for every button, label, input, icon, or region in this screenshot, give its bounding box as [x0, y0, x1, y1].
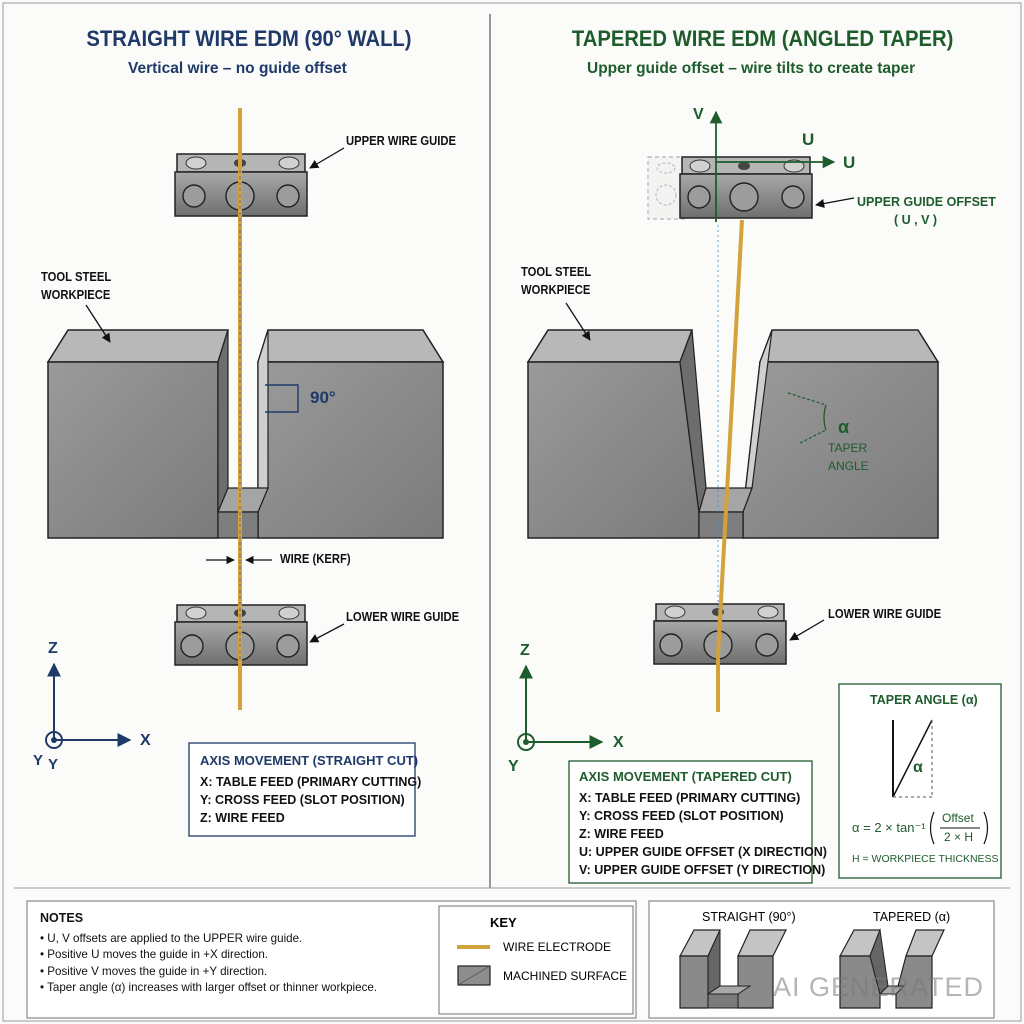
left-lower-guide-leader [309, 623, 345, 643]
right-axis-box-heading: AXIS MOVEMENT (TAPERED CUT) [579, 769, 792, 784]
left-axis-line-z: Z: WIRE FEED [200, 811, 285, 825]
formula-numerator: Offset [942, 811, 974, 825]
right-workpiece-label-line2: WORKPIECE [521, 283, 591, 297]
left-title: STRAIGHT WIRE EDM (90° WALL) [86, 26, 412, 51]
left-subtitle: Vertical wire – no guide offset [128, 60, 347, 77]
v-label: V [693, 106, 704, 123]
right-workpiece-block [526, 329, 940, 539]
key-wire-label: WIRE ELECTRODE [503, 940, 612, 954]
compare-straight-label: STRAIGHT (90°) [702, 910, 796, 924]
right-axis-line-u: U: UPPER GUIDE OFFSET (X DIRECTION) [579, 845, 827, 859]
right-axis-line-v: V: UPPER GUIDE OFFSET (Y DIRECTION) [579, 863, 826, 877]
offset-label-line1: UPPER GUIDE OFFSET [857, 195, 996, 209]
offset-leader [815, 197, 855, 208]
right-axis-box-content: AXIS MOVEMENT (TAPERED CUT) X: TABLE FEE… [579, 768, 827, 879]
key-surface-label: MACHINED SURFACE [503, 969, 628, 983]
notes-item: • Taper angle (α) increases with larger … [40, 981, 378, 994]
taper-angle-marker [787, 392, 827, 444]
left-axis-box-content: AXIS MOVEMENT (STRAIGHT CUT) X: TABLE FE… [200, 752, 421, 827]
left-angle-bracket [265, 384, 299, 413]
left-lower-guide-label: LOWER WIRE GUIDE [346, 610, 460, 624]
notes-item: • U, V offsets are applied to the UPPER … [40, 931, 303, 945]
right-lower-guide-label: LOWER WIRE GUIDE [828, 607, 942, 621]
right-subtitle: Upper guide offset – wire tilts to creat… [587, 60, 916, 77]
left-axis-box-heading: AXIS MOVEMENT (STRAIGHT CUT) [200, 753, 419, 768]
notes-heading: NOTES [40, 911, 84, 925]
key-surface-hatch [457, 965, 491, 986]
left-z-axis-label: Z [48, 640, 58, 657]
notes-item: • Positive V moves the guide in +Y direc… [40, 964, 268, 978]
formula-lhs: α = 2 × tan⁻¹ [852, 820, 926, 835]
left-axis-line-y: Y: CROSS FEED (SLOT POSITION) [200, 793, 405, 807]
left-axis-box [188, 742, 416, 837]
u-label: U [802, 130, 815, 149]
notes-content: NOTES • U, V offsets are applied to the … [40, 910, 377, 997]
left-x-axis-label: X [140, 732, 151, 749]
right-x-axis-label: X [613, 734, 624, 751]
ai-generated-watermark: AI GENERATED [773, 972, 985, 1002]
wire-kerf-label: WIRE (KERF) [280, 552, 351, 566]
right-axis-line-y: Y: CROSS FEED (SLOT POSITION) [579, 809, 784, 823]
mini-tapered-block [838, 928, 945, 1009]
right-workpiece-leader [565, 302, 591, 341]
taper-label-line1: TAPER [828, 441, 868, 455]
left-workpiece-label-line2: WORKPIECE [41, 288, 111, 302]
key-heading: KEY [490, 915, 517, 930]
taper-label-line2: ANGLE [828, 459, 869, 473]
right-y-axis-label: Y [508, 758, 519, 775]
formula-note: H = WORKPIECE THICKNESS [852, 853, 999, 865]
right-title: TAPERED WIRE EDM (ANGLED TAPER) [571, 26, 954, 51]
mini-straight-block [678, 929, 787, 1009]
u-label-2: U [843, 153, 856, 172]
left-workpiece-block [46, 329, 445, 539]
right-wire-electrode [716, 219, 744, 656]
right-axis-line-x: X: TABLE FEED (PRIMARY CUTTING) [579, 791, 801, 805]
formula-paren-left [929, 811, 935, 845]
formula-paren-right [983, 811, 989, 845]
right-lower-guide-leader [789, 619, 825, 641]
left-y-axis-label-2: Y [48, 756, 59, 773]
compare-tapered-label: TAPERED (α) [873, 910, 951, 924]
right-z-axis-label: Z [520, 642, 530, 659]
left-upper-guide-leader [309, 147, 345, 169]
formula-triangle-alpha: α [913, 759, 923, 776]
right-upper-wire-guide [679, 156, 813, 219]
formula-box [838, 683, 1002, 879]
formula-heading: TAPER ANGLE (α) [870, 693, 978, 707]
right-workpiece-label-line1: TOOL STEEL [521, 265, 592, 279]
formula-triangle [892, 719, 933, 798]
formula-denominator: 2 × H [944, 830, 974, 844]
right-axis-box [568, 760, 813, 884]
left-workpiece-leader [85, 304, 111, 343]
right-axis-line-z: Z: WIRE FEED [579, 827, 664, 841]
alpha-symbol: α [838, 417, 850, 437]
notes-item: • Positive U moves the guide in +X direc… [40, 948, 268, 961]
right-angle-label: 90° [310, 388, 336, 407]
left-axis-line-x: X: TABLE FEED (PRIMARY CUTTING) [200, 775, 422, 789]
left-upper-guide-label: UPPER WIRE GUIDE [346, 134, 457, 148]
left-y-axis-label: Y [33, 752, 44, 769]
left-workpiece-label-line1: TOOL STEEL [41, 270, 112, 284]
left-axis-triad [45, 662, 132, 749]
offset-label-line2: ( U , V ) [894, 213, 938, 227]
right-axis-triad [517, 664, 604, 751]
key-box [438, 905, 634, 1015]
